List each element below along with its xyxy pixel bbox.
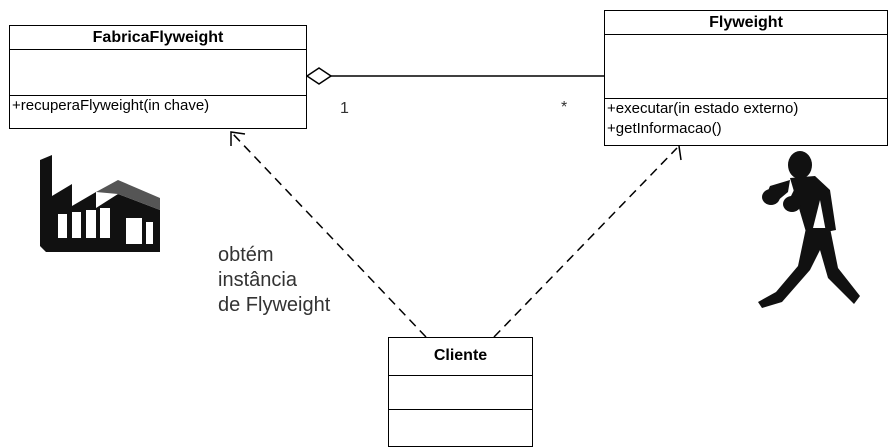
class-operations: +executar(in estado externo) +getInforma… <box>605 99 887 139</box>
aggregation-diamond-icon <box>305 67 333 85</box>
class-operations: +recuperaFlyweight(in chave) <box>10 96 306 116</box>
class-attributes <box>10 50 306 96</box>
aggregation-association <box>305 67 604 85</box>
class-name: Cliente <box>389 338 532 376</box>
dependency-label-line: de Flyweight <box>218 294 331 316</box>
class-cliente[interactable]: Cliente <box>388 337 533 447</box>
dependency-label: obtém instância de Flyweight <box>218 243 330 318</box>
multiplicity-fabrica: 1 <box>340 100 349 117</box>
factory-icon <box>40 155 160 252</box>
class-attributes <box>605 35 887 99</box>
operation: +executar(in estado externo) <box>607 100 799 117</box>
boxer-silhouette-icon <box>758 151 860 308</box>
class-flyweight[interactable]: Flyweight +executar(in estado externo) +… <box>604 10 888 146</box>
class-attributes <box>389 376 532 410</box>
multiplicity-flyweight: * <box>561 99 568 116</box>
dependency-label-line: obtém <box>218 244 274 266</box>
dependency-arrowhead-icon <box>230 131 246 146</box>
class-fabrica-flyweight[interactable]: FabricaFlyweight +recuperaFlyweight(in c… <box>9 25 307 129</box>
operation: +recuperaFlyweight(in chave) <box>12 97 210 114</box>
dependency-label-line: instância <box>218 269 297 291</box>
dependency-arrowhead-icon <box>678 145 682 161</box>
class-name: FabricaFlyweight <box>10 26 306 50</box>
dependency-cliente-to-flyweight <box>493 145 682 338</box>
class-name: Flyweight <box>605 11 887 35</box>
operation: +getInformacao() <box>607 120 722 137</box>
dependency-cliente-to-fabrica <box>230 131 427 338</box>
